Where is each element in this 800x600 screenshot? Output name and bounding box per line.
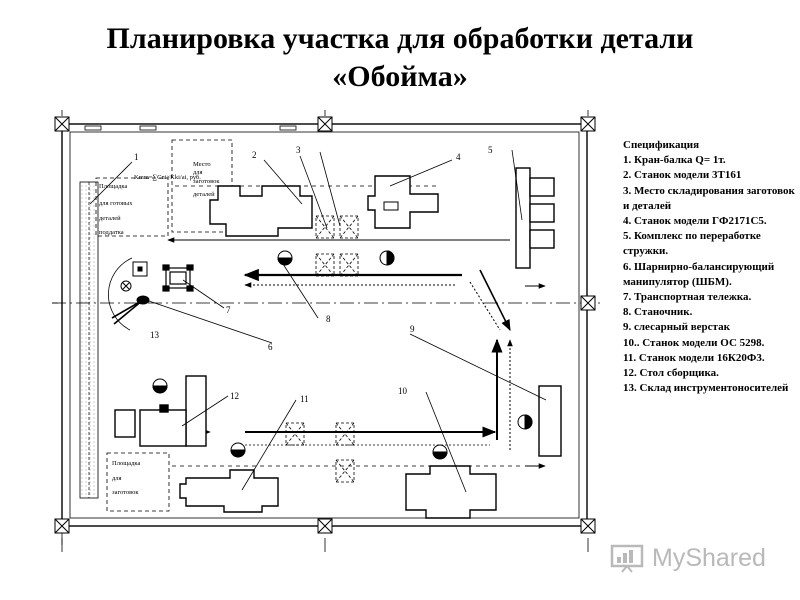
callout-6: 6 [268, 342, 273, 352]
spec-item: 12. Стол сборщика. [623, 367, 719, 380]
callout-3: 3 [296, 145, 301, 155]
spec-item: 1. Кран-балка Q= 1т. [623, 154, 726, 167]
storage-crates-3 [285, 215, 359, 483]
spec-item: 13. Склад инструментоносителей [623, 382, 789, 395]
callout-13: 13 [150, 330, 160, 340]
zone-finished-line-1: Площадка [99, 183, 127, 190]
spec-item: 7. Транспортная тележка. [623, 291, 752, 304]
callout-8: 8 [326, 314, 331, 324]
callout-9: 9 [410, 324, 415, 334]
machine-4-gf2171c5 [367, 175, 439, 229]
workbench-9 [538, 385, 562, 457]
material-flow-arrows [167, 185, 546, 469]
column-bottom-left [54, 518, 70, 534]
column-top-right [580, 116, 596, 132]
manipulator-6 [108, 257, 150, 331]
spec-item: 2. Станок модели 3Т161 [623, 169, 742, 182]
column-top-middle [317, 116, 333, 132]
zone-finished-line-3: деталей [99, 215, 121, 222]
zone-blanks-line-2: для [112, 475, 122, 482]
zone-storage-line-2: для [193, 169, 203, 176]
crane-beam [79, 181, 99, 499]
machine-11-16k20f3 [179, 469, 279, 513]
zone-finished-line-2: для готовых [99, 200, 133, 207]
specification-list: Спецификация 1. Кран-балка Q= 1т. 2. Ста… [623, 138, 795, 396]
zone-blanks-line-1: Площадка [112, 460, 140, 467]
spec-item: 3. Место складирования заготовок и детал… [623, 184, 795, 212]
machine-10-oc5298 [405, 465, 497, 519]
zone-finished-line-4: поддатка [99, 229, 124, 236]
transport-cart-7 [162, 264, 194, 292]
operators-8 [152, 250, 533, 460]
callout-7: 7 [226, 305, 231, 315]
callout-2: 2 [252, 150, 257, 160]
callout-10: 10 [398, 386, 408, 396]
callout-12: 12 [230, 391, 239, 401]
spec-item: 11. Станок модели 16К20Ф3. [623, 351, 765, 364]
spec-item: 5. Комплекс по переработке стружки. [623, 230, 761, 258]
zone-storage-line-4: деталей [193, 191, 215, 198]
title-line-1: Планировка участка для обработки детали [106, 22, 694, 55]
specification-heading: Спецификация [623, 139, 700, 151]
callout-11: 11 [300, 394, 309, 404]
column-bottom-middle [317, 518, 333, 534]
zone-storage-line-1: Место [193, 161, 211, 168]
chip-complex-5 [515, 167, 555, 269]
spec-item: 8. Станочник. [623, 306, 693, 319]
zone-storage-line-3: заготовок [193, 178, 220, 185]
callout-5: 5 [488, 145, 493, 155]
assembler-table-12 [139, 375, 207, 447]
zone-blanks-line-3: заготовок [112, 489, 139, 496]
callout-numbers: 1 2 3 4 5 6 7 8 9 10 11 12 13 [134, 145, 493, 404]
column-bottom-right [580, 518, 596, 534]
page-title: Планировка участка для обработки детали … [0, 20, 800, 96]
building-columns [54, 116, 596, 534]
presentation-logo-icon [610, 544, 644, 573]
callout-leaders [89, 149, 547, 493]
spec-item: 4. Станок модели ГФ2171С5. [623, 215, 767, 228]
callout-4: 4 [456, 152, 461, 162]
cost-formula: Kmm=∑Cni×Kki/ai, руб. [134, 174, 201, 181]
blanks-zone: Площадка для заготовок [106, 452, 170, 512]
brand-watermark: MyShared [610, 538, 766, 578]
spec-item: 9. слесарный верстак [623, 321, 730, 334]
callout-1: 1 [134, 152, 139, 162]
spec-item: 6. Шарнирно-балансирующий манипулятор (Ш… [623, 260, 775, 288]
machine-2-3t161 [209, 185, 313, 237]
column-top-left [54, 116, 70, 132]
tool-store-13 [114, 409, 136, 438]
spec-item: 10.. Станок модели ОС 5298. [623, 336, 765, 349]
brand-name: MyShared [652, 543, 766, 572]
column-middle-right [580, 295, 596, 311]
title-line-2: «Обойма» [332, 60, 468, 93]
finished-parts-zone: Площадка для готовых деталей поддатка [95, 177, 169, 237]
